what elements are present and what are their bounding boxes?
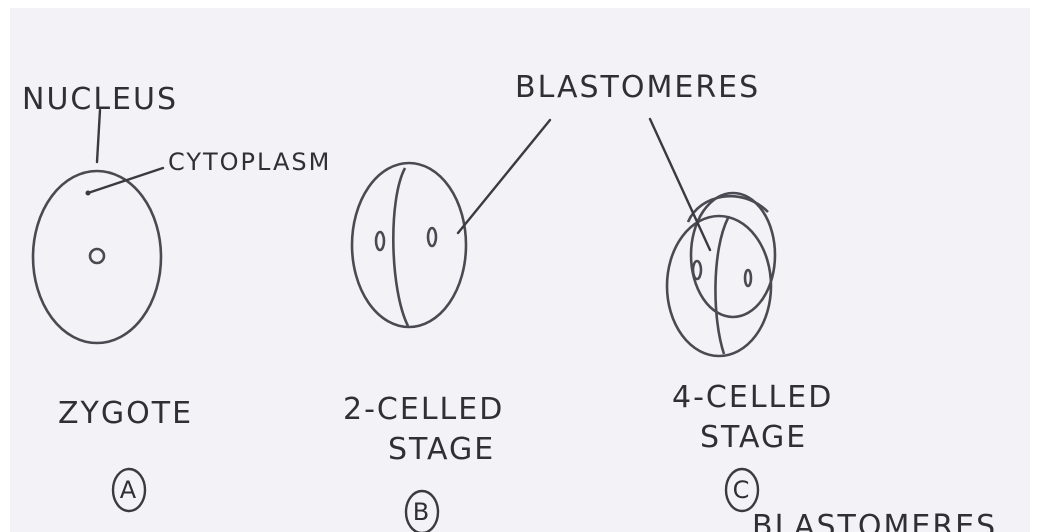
four-celled-stage-label: STAGE xyxy=(700,420,807,455)
zygote-cell xyxy=(33,171,161,343)
two-celled-label: 2-CELLED xyxy=(343,392,504,427)
marker-a-text: A xyxy=(117,476,141,504)
two-cell-division-line xyxy=(393,168,408,326)
two-celled-stage-label: STAGE xyxy=(388,432,495,467)
cytoplasm-label: CYTOPLASM xyxy=(168,148,331,176)
four-cell-nucleus-right xyxy=(745,270,751,286)
cut-off-label: BLASTOMERES xyxy=(752,512,997,532)
zygote-label: ZYGOTE xyxy=(58,396,193,431)
zygote-nucleus xyxy=(90,249,104,263)
four-cell-nucleus-left xyxy=(693,261,701,279)
four-cell-division-line xyxy=(715,218,728,354)
four-celled-label: 4-CELLED xyxy=(672,380,833,415)
blastomeres-leader-line-1 xyxy=(458,120,550,233)
two-cell-nucleus-left xyxy=(376,232,384,250)
marker-b-text: B xyxy=(410,498,434,526)
blastomeres-label: BLASTOMERES xyxy=(515,70,760,105)
cytoplasm-pointer-dot xyxy=(86,191,91,196)
marker-c-text: C xyxy=(730,476,754,504)
nucleus-label: NUCLEUS xyxy=(22,82,178,117)
two-cell-nucleus-right xyxy=(428,228,436,246)
four-cell-back-blastomeres xyxy=(691,193,775,317)
nucleus-leader-line xyxy=(97,110,100,162)
blastomeres-leader-line-2 xyxy=(650,119,710,250)
two-cell-embryo-outline xyxy=(352,163,466,327)
